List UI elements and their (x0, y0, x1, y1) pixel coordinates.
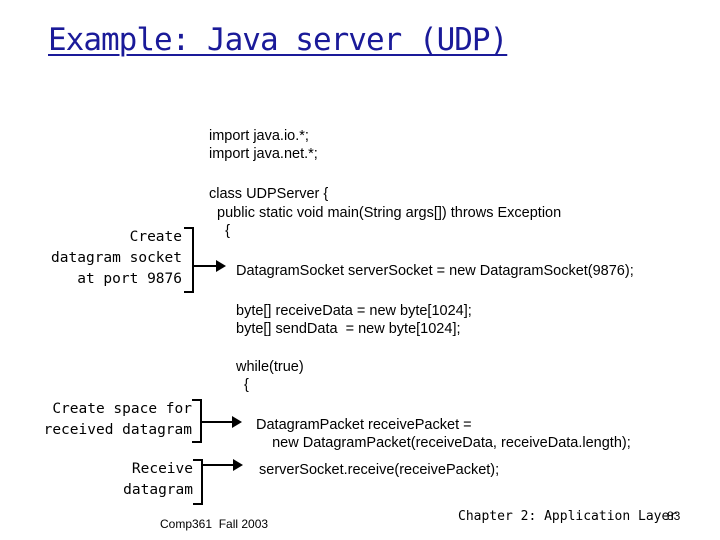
annotation-line: Create space for (52, 401, 192, 417)
arrow-icon (203, 459, 243, 471)
code-line: while(true) (236, 359, 304, 375)
annotation-bracket (184, 227, 194, 293)
annotation-bracket (192, 399, 202, 443)
footer-chapter: Chapter 2: Application Layer (458, 509, 678, 524)
footer-course: Comp361 Fall 2003 (160, 517, 269, 531)
code-line: serverSocket.receive(receivePacket); (259, 462, 500, 478)
arrow-icon (194, 260, 226, 272)
code-line: { (209, 223, 230, 239)
slide-title: Example: Java server (UDP) (48, 22, 508, 58)
code-line: import java.net.*; (209, 146, 318, 162)
code-line: { (236, 377, 249, 393)
annotation-line: datagram socket (51, 250, 182, 266)
code-line: new DatagramPacket(receiveData, receiveD… (256, 435, 631, 451)
page-number: 83 (667, 509, 681, 523)
annotation-line: datagram (123, 482, 193, 498)
code-line: import java.io.*; (209, 128, 309, 144)
code-line: DatagramSocket serverSocket = new Datagr… (236, 263, 634, 279)
code-line: public static void main(String args[]) t… (209, 205, 562, 221)
arrow-icon (202, 416, 242, 428)
annotation-line: Receive (131, 461, 193, 477)
code-line: byte[] sendData = new byte[1024]; (236, 321, 461, 337)
annotation-line: at port 9876 (77, 271, 182, 287)
code-line: class UDPServer { (209, 186, 329, 202)
code-line: DatagramPacket receivePacket = (256, 417, 472, 433)
annotation-line: received datagram (43, 422, 192, 438)
code-line: byte[] receiveData = new byte[1024]; (236, 303, 472, 319)
annotation-bracket (193, 459, 203, 505)
annotation-line: Create (129, 229, 182, 245)
